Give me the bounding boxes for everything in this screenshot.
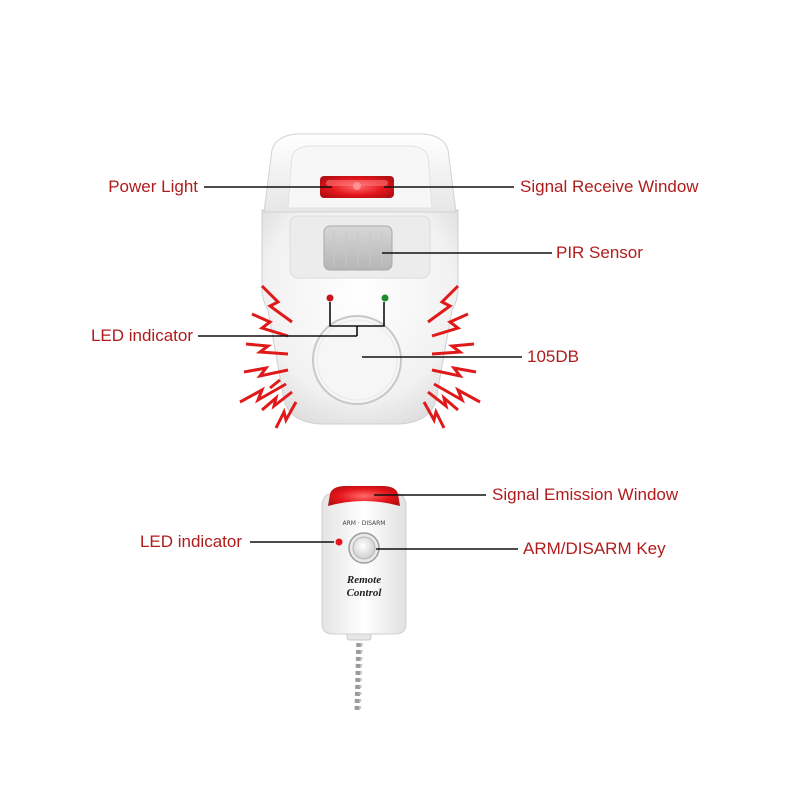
key-chain-icon — [346, 627, 372, 713]
led-green — [381, 294, 389, 302]
remote-led-indicator — [335, 538, 343, 546]
label-led-indicator-alarm: LED indicator — [90, 326, 193, 345]
remote-leader-lines — [250, 494, 518, 550]
label-signal-receive-window: Signal Receive Window — [520, 177, 699, 196]
label-signal-emission-window: Signal Emission Window — [492, 485, 679, 504]
leader-led-indicator-bracket — [329, 302, 385, 336]
arm-disarm-key — [352, 536, 376, 560]
remote-printed-line2: Control — [346, 587, 382, 599]
remote-control — [321, 486, 407, 713]
alarm-leader-lines — [198, 186, 552, 358]
signal-emission-window — [328, 486, 400, 506]
label-led-indicator-remote: LED indicator — [139, 532, 242, 551]
label-speaker-105db: 105DB — [527, 347, 579, 366]
remote-printed-line1: Remote — [346, 574, 382, 586]
label-power-light: Power Light — [108, 177, 198, 196]
alarm-unit — [261, 133, 459, 425]
remote-body — [321, 493, 407, 635]
remote-top-marking: ARM · DISARM — [342, 520, 386, 527]
label-arm-disarm-key: ARM/DISARM Key — [523, 539, 666, 558]
label-pir-sensor: PIR Sensor — [556, 243, 643, 262]
alarm-sound-burst-icon — [239, 284, 481, 429]
power-light-dot — [353, 182, 361, 190]
led-red — [326, 294, 334, 302]
speaker-grille — [312, 315, 402, 405]
